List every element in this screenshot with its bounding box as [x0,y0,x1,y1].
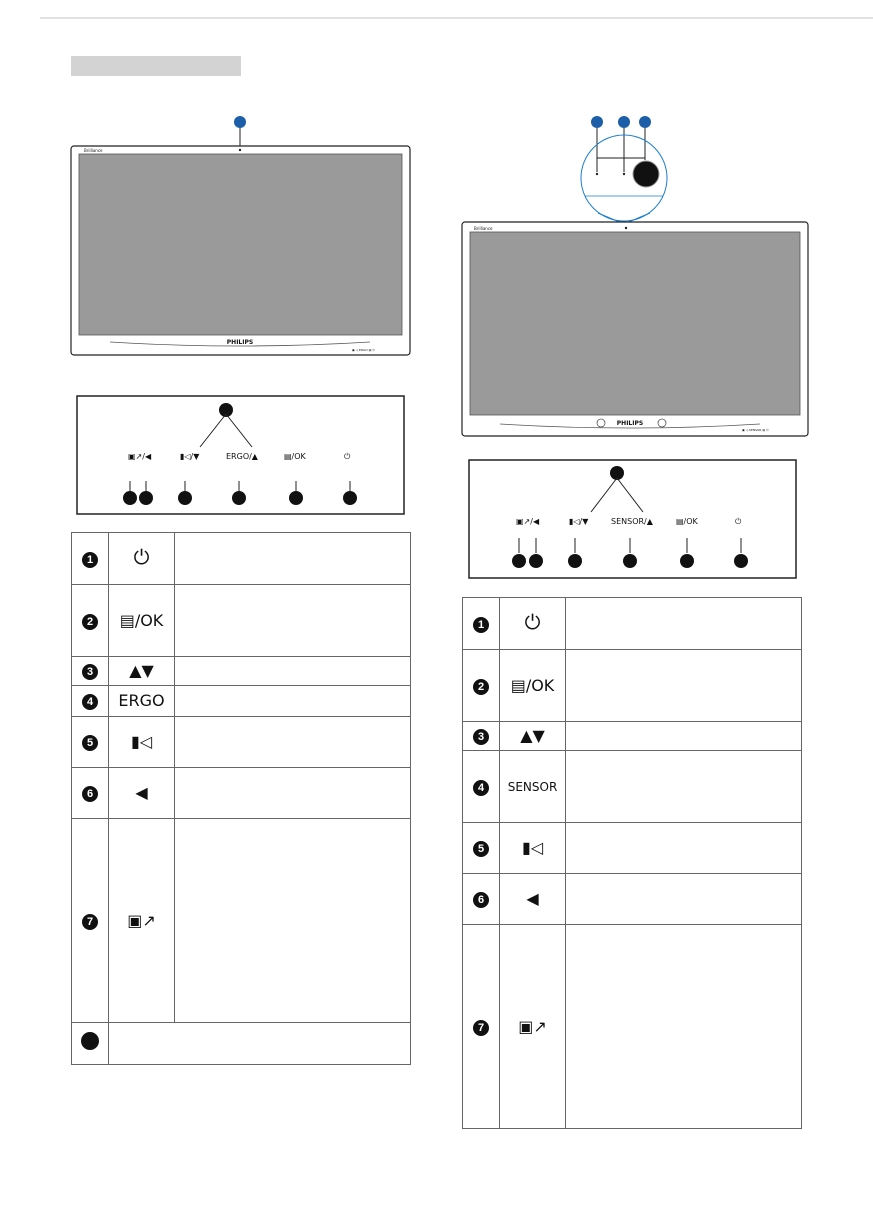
table-row: 5 ▮◁ [462,822,802,874]
svg-text:SENSOR/▲: SENSOR/▲ [611,517,654,526]
table-row: 4 SENSOR [462,750,802,823]
table-row: 3 ▲▼ [71,656,411,686]
row-number: 1 [82,551,98,568]
power-icon: ⏻ [524,612,541,634]
svg-text:▣↗/◀: ▣↗/◀ [128,452,152,461]
right-monitor-screen [469,231,801,416]
smartimage-icon: ▣↗ [518,1016,547,1036]
svg-text:▤/OK: ▤/OK [284,452,307,461]
back-arrow-icon: ◀ [135,783,148,802]
section-header-bar [71,56,241,76]
table-row: 4 ERGO [71,685,411,717]
right-monitor-illustration: Brilliance PHILIPS ▣ ◁ SENSOR ▤ ⏻ [461,116,809,437]
ergo-label: ERGO [118,691,165,710]
volume-icon: ▮◁ [130,732,153,751]
svg-text:▣↗/◀: ▣↗/◀ [516,517,540,526]
menu-ok-icon: ▤/OK [510,675,555,695]
power-icon: ⏻ [133,547,150,569]
svg-text:ERGO/▲: ERGO/▲ [226,452,259,461]
volume-icon: ▮◁ [521,838,544,857]
up-down-icon: ▲▼ [520,726,545,745]
sensor-label: SENSOR [507,779,558,794]
svg-text:Brilliance: Brilliance [474,226,493,231]
svg-text:⏻: ⏻ [735,517,742,526]
table-row: 2 ▤/OK [71,584,411,657]
svg-text:▣ ◁ ERGO ▤ ⏻: ▣ ◁ ERGO ▤ ⏻ [352,348,375,352]
left-controls-table: 1 ⏻ 2 ▤/OK 3 ▲▼ 4 ERGO 5 ▮◁ 6 ◀ 7 ▣↗ [71,532,411,1065]
table-row: 6 ◀ [462,873,802,925]
right-controls-table: 1 ⏻ 2 ▤/OK 3 ▲▼ 4 SENSOR 5 ▮◁ 6 ◀ 7 ▣↗ [462,597,802,1129]
svg-text:▮◁/▼: ▮◁/▼ [180,452,200,461]
right-control-panel: ▣↗/◀ ▮◁/▼ SENSOR/▲ ▤/OK ⏻ [468,459,797,579]
table-row: 5 ▮◁ [71,716,411,768]
back-arrow-icon: ◀ [526,889,539,908]
table-row: 7 ▣↗ [71,818,411,1023]
svg-text:▤/OK: ▤/OK [676,517,699,526]
svg-text:PHILIPS: PHILIPS [617,420,643,427]
table-row [71,1022,411,1065]
svg-text:Brilliance: Brilliance [84,148,103,153]
table-row: 1 ⏻ [462,597,802,650]
left-monitor-brand: PHILIPS [227,339,253,346]
table-row: 2 ▤/OK [462,649,802,722]
left-panel-callout-3 [219,403,233,417]
table-row: 3 ▲▼ [462,721,802,751]
svg-text:▮◁/▼: ▮◁/▼ [569,517,589,526]
table-row: 1 ⏻ [71,532,411,585]
left-callout-camera [234,116,246,128]
up-down-icon: ▲▼ [129,661,154,680]
menu-ok-icon: ▤/OK [119,610,164,630]
left-monitor-illustration: Brilliance PHILIPS ▣ ◁ ERGO ▤ ⏻ [70,116,411,356]
left-monitor-screen [78,153,403,336]
left-control-panel: ▣↗/◀ ▮◁/▼ ERGO/▲ ▤/OK ⏻ [76,395,405,515]
smartimage-icon: ▣↗ [127,910,156,930]
table-row: 6 ◀ [71,767,411,819]
table-row: 7 ▣↗ [462,924,802,1129]
svg-text:⏻: ⏻ [344,452,351,461]
svg-text:▣ ◁ SENSOR ▤ ⏻: ▣ ◁ SENSOR ▤ ⏻ [742,428,769,432]
right-zoom-circle [580,134,668,222]
